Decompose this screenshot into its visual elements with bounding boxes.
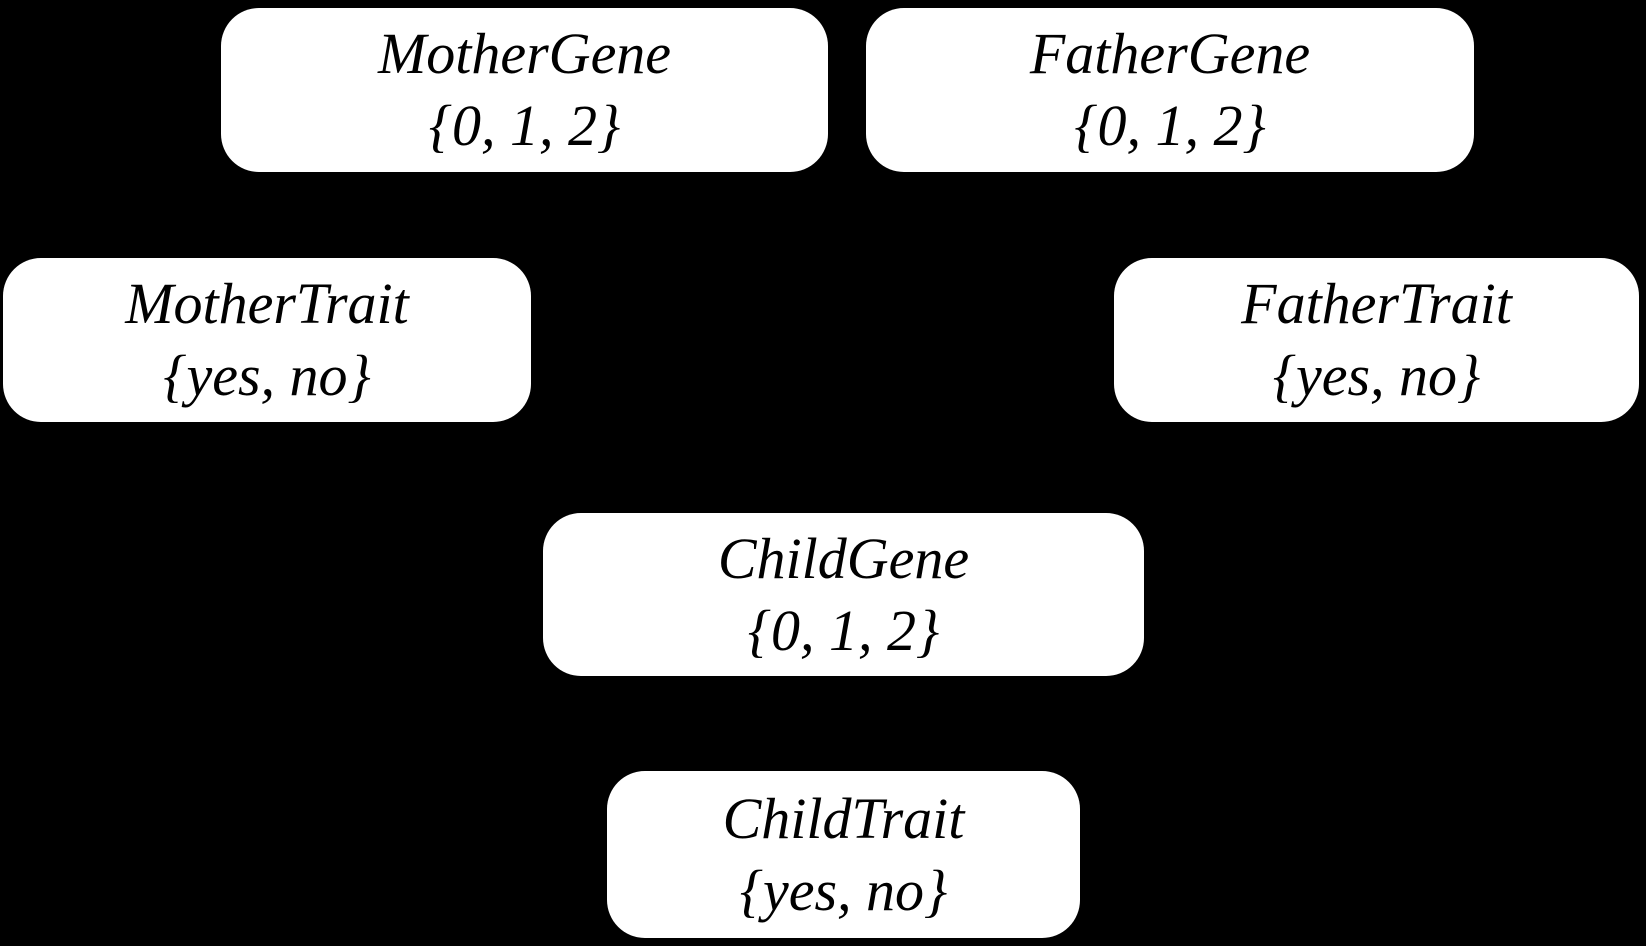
node-child-gene: ChildGene {0, 1, 2} [543,513,1144,676]
node-domain-values: {0, 1, 2} [428,93,621,158]
node-title: FatherTrait [1241,271,1512,336]
node-father-trait: FatherTrait {yes, no} [1114,258,1639,422]
node-domain-values: {yes, no} [739,857,948,923]
node-mother-trait: MotherTrait {yes, no} [3,258,531,422]
node-child-trait: ChildTrait {yes, no} [607,771,1080,938]
node-title: ChildTrait [722,785,965,851]
node-father-gene: FatherGene {0, 1, 2} [866,8,1474,172]
node-domain-values: {yes, no} [163,343,371,408]
node-domain-values: {0, 1, 2} [747,597,940,663]
node-title: MotherTrait [125,271,409,336]
node-mother-gene: MotherGene {0, 1, 2} [221,8,828,172]
node-title: MotherGene [377,21,672,86]
node-domain-values: {0, 1, 2} [1074,93,1266,158]
node-title: FatherGene [1029,21,1311,86]
node-domain-values: {yes, no} [1272,343,1481,408]
node-title: ChildGene [717,525,970,591]
